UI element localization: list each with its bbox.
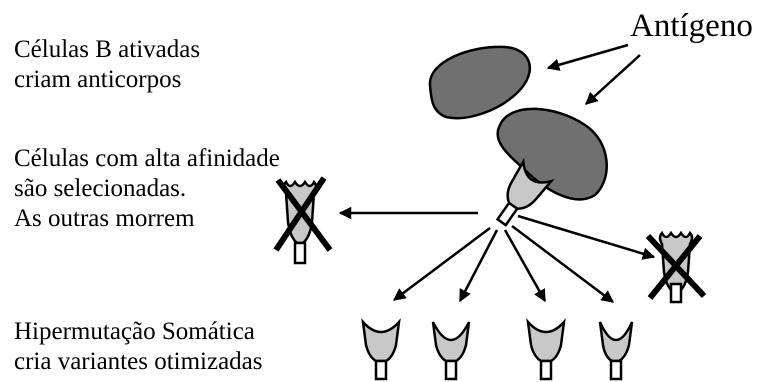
arrow-to-variant-2: [460, 230, 497, 301]
variant-antibody-4: [600, 322, 632, 379]
arrow-to-variant-4: [512, 226, 613, 302]
arrow-to-rejected-right: [518, 216, 654, 257]
arrow-to-variant-3: [505, 230, 545, 301]
variant-antibody-3: [528, 322, 564, 379]
variant-antibody-2: [433, 322, 469, 379]
rejected-antibody-left: [276, 178, 330, 263]
arrow-antigen-to-bound-blob: [586, 55, 640, 104]
variant-antibody-1: [363, 322, 399, 379]
arrow-antigen-to-top-blob: [548, 45, 628, 68]
antigen-blob-top: [430, 47, 530, 118]
arrow-to-variant-1: [394, 228, 490, 300]
rejected-antibody-right: [648, 233, 704, 302]
